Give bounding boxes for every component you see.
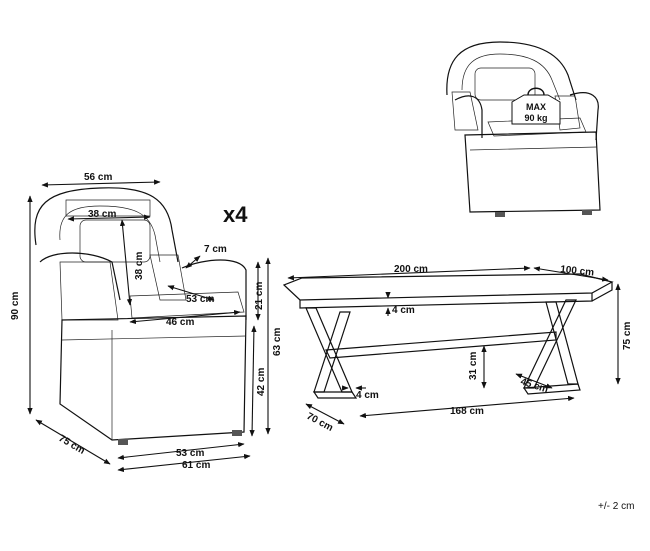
quantity-label: x4	[223, 202, 248, 227]
small-chair-illustration: MAX 90 kg	[446, 41, 601, 217]
label-table-width: 100 cm	[560, 264, 595, 278]
label-top-width: 56 cm	[84, 172, 112, 183]
label-armrest-height: 21 cm	[254, 282, 265, 310]
label-depth: 75 cm	[57, 433, 87, 457]
max-load-badge: MAX 90 kg	[511, 87, 561, 125]
label-top-thickness: 4 cm	[392, 305, 415, 316]
label-foot-length: 45 cm	[519, 376, 549, 395]
label-seat-back-depth: 53 cm	[186, 294, 214, 305]
max-load-line1: MAX	[526, 102, 546, 112]
label-total-height: 90 cm	[10, 292, 21, 320]
label-seat-width: 46 cm	[166, 317, 194, 328]
label-base-width: 53 cm	[176, 448, 204, 459]
label-seat-height: 42 cm	[256, 368, 267, 396]
label-table-height: 75 cm	[622, 322, 633, 350]
label-back-inner-height: 38 cm	[134, 252, 145, 280]
max-load-line2: 90 kg	[524, 113, 547, 123]
label-back-inner-width: 38 cm	[88, 209, 116, 220]
label-total-width: 61 cm	[182, 460, 210, 471]
table-dimension-lines	[287, 265, 621, 425]
table-illustration	[282, 273, 614, 399]
label-leg-thickness: 4 cm	[356, 390, 379, 401]
label-armrest-width: 7 cm	[204, 244, 227, 255]
label-table-length: 200 cm	[394, 264, 428, 275]
label-foot-depth: 70 cm	[305, 411, 335, 434]
label-inner-length: 168 cm	[450, 406, 484, 417]
tolerance-note: +/- 2 cm	[598, 501, 634, 512]
label-arm-height: 63 cm	[272, 328, 283, 356]
chair-illustration	[34, 187, 247, 445]
chair-dimension-lines	[27, 179, 271, 472]
table-dimension-labels: 200 cm 100 cm 4 cm 75 cm 31 cm 4 cm 45 c…	[305, 264, 633, 434]
label-leg-clearance: 31 cm	[468, 352, 479, 380]
